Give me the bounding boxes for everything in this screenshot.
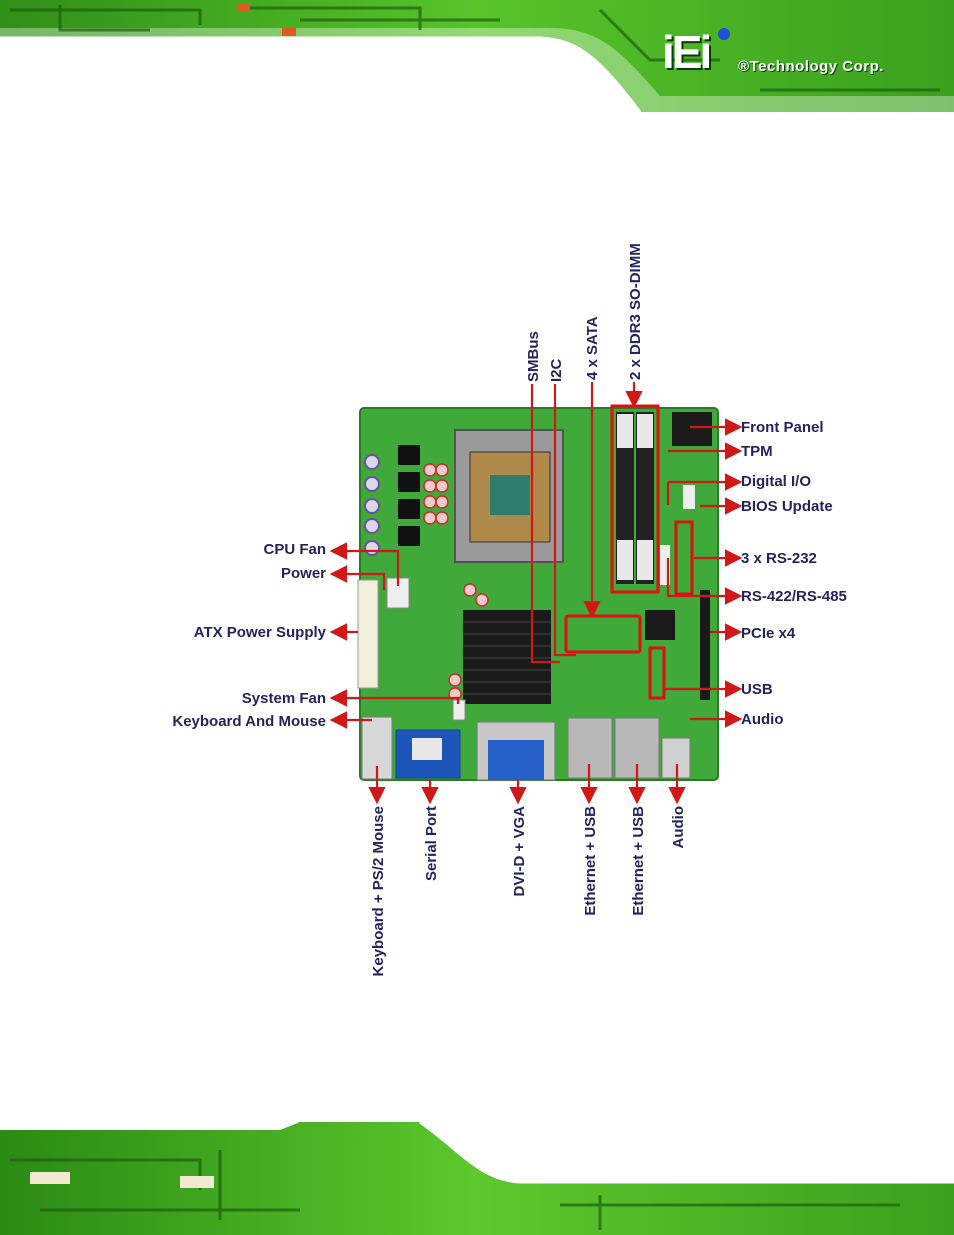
label-ethernet-usb-1: Ethernet + USB — [582, 806, 599, 916]
label-pcie-x4: PCIe x4 — [741, 625, 796, 642]
label-4x-sata: 4 x SATA — [584, 316, 601, 380]
label-dvi-d-vga: DVI-D + VGA — [511, 806, 528, 897]
usb-highlight — [648, 646, 666, 700]
label-3x-rs232: 3 x RS-232 — [741, 550, 817, 567]
label-keyboard-ps2-mouse: Keyboard + PS/2 Mouse — [370, 806, 387, 976]
label-audio-bottom: Audio — [670, 806, 687, 849]
header-circuit-band — [0, 0, 954, 112]
label-system-fan: System Fan — [242, 690, 326, 707]
rear-io — [361, 716, 691, 781]
atx-connector — [357, 579, 379, 689]
label-2x-ddr3-so-dimm: 2 x DDR3 SO-DIMM — [627, 243, 644, 380]
label-serial-port: Serial Port — [423, 806, 440, 881]
label-tpm: TPM — [741, 443, 773, 460]
label-smbus: SMBus — [525, 331, 542, 382]
chipset-heatsink — [463, 610, 551, 704]
label-audio-right: Audio — [741, 711, 784, 728]
ddr3-slots — [616, 412, 654, 584]
cpu-socket — [454, 429, 564, 563]
rs232-highlight — [674, 520, 694, 596]
label-power: Power — [281, 565, 326, 582]
label-cpu-fan: CPU Fan — [263, 541, 326, 558]
label-rs422-rs485: RS-422/RS-485 — [741, 588, 847, 605]
label-usb: USB — [741, 681, 773, 698]
motherboard-image — [357, 407, 719, 781]
footer-circuit-band — [0, 1120, 954, 1235]
iei-logo: iEi ®Technology Corp. — [662, 28, 942, 84]
label-i2c: I2C — [548, 358, 565, 382]
sata-highlight — [564, 614, 642, 654]
label-keyboard-and-mouse: Keyboard And Mouse — [172, 713, 326, 730]
label-front-panel: Front Panel — [741, 419, 824, 436]
logo-dot — [718, 28, 730, 40]
label-ethernet-usb-2: Ethernet + USB — [630, 806, 647, 916]
logo-mark: iEi — [662, 26, 712, 78]
label-atx-power-supply: ATX Power Supply — [194, 624, 327, 641]
label-digital-io: Digital I/O — [741, 473, 811, 490]
label-bios-update: BIOS Update — [741, 498, 833, 515]
logo-company-name: ®Technology Corp. — [738, 58, 884, 75]
